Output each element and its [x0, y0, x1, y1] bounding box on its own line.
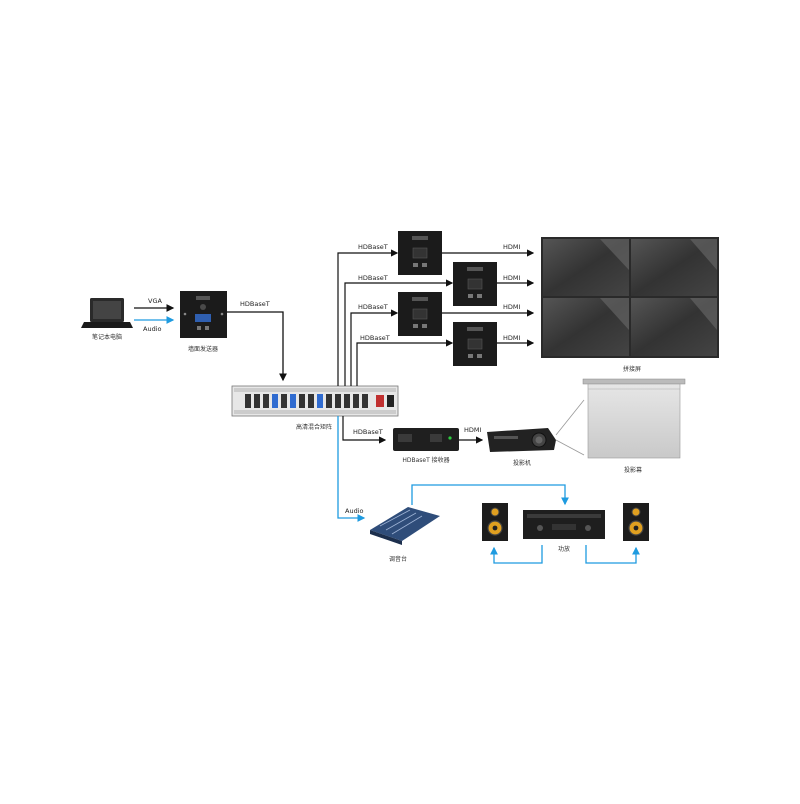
- speaker-icon: [482, 503, 508, 541]
- mixer-amp-link: [411, 484, 569, 506]
- matrix-label: 高清混合矩阵: [296, 423, 332, 431]
- projection-screen-icon: [582, 378, 686, 459]
- hdbaset-label-2: HDBaseT: [358, 274, 388, 282]
- amp-left-speaker-link: [490, 545, 543, 564]
- hdbaset-in-link: [227, 311, 287, 382]
- hdbaset-label-1: HDBaseT: [358, 243, 388, 251]
- hdbaset-label-3: HDBaseT: [358, 303, 388, 311]
- hdbaset-link-1: [337, 249, 399, 386]
- laptop-label: 笔记本电脑: [92, 333, 122, 341]
- laptop-icon: [81, 298, 133, 328]
- hdbaset-in-label: HDBaseT: [240, 300, 270, 308]
- speaker-icon: [623, 503, 649, 541]
- amplifier-label: 功放: [558, 545, 570, 553]
- projector-label: 投影机: [513, 459, 531, 467]
- hdbaset-link-2: [344, 279, 454, 386]
- projection-beam: [555, 399, 585, 436]
- matrix-switcher-icon: [231, 385, 399, 417]
- amp-right-speaker-link: [585, 545, 640, 564]
- hdbaset-link-4: [356, 339, 454, 386]
- mixer-label: 调音台: [389, 555, 407, 563]
- audio-mixer-link: [337, 416, 366, 522]
- hdbaset-link-3: [350, 309, 399, 386]
- wall-receiver-icon: [453, 322, 497, 366]
- audio-in-label: Audio: [143, 325, 161, 333]
- projector-icon: [487, 428, 556, 452]
- wall-transmitter-label: 墙面发送器: [188, 345, 218, 353]
- hdmi-label-3: HDMI: [503, 303, 521, 311]
- audio-mixer-icon: [370, 507, 440, 545]
- audio-mixer-label: Audio: [345, 507, 363, 515]
- vga-label: VGA: [148, 297, 162, 305]
- hdmi-label-1: HDMI: [503, 243, 521, 251]
- hdbaset-receiver-label: HDBaseT 接收器: [402, 456, 449, 464]
- wall-receiver-icon: [398, 231, 442, 275]
- projection-screen-label: 投影幕: [624, 466, 642, 474]
- hdmi-label-4: HDMI: [503, 334, 521, 342]
- amplifier-icon: [523, 510, 605, 539]
- hdbaset-receiver-link: [342, 416, 387, 444]
- hdbaset-label-4: HDBaseT: [360, 334, 390, 342]
- hdmi-projector-label: HDMI: [464, 426, 482, 434]
- hdmi-label-2: HDMI: [503, 274, 521, 282]
- video-wall-label: 拼接屏: [623, 365, 641, 373]
- wall-transmitter-icon: [180, 291, 227, 338]
- hdbaset-receiver-icon: [393, 428, 459, 451]
- wall-receiver-icon: [398, 292, 442, 336]
- projection-beam: [555, 439, 585, 456]
- video-wall-icon: [541, 237, 719, 358]
- hdbaset-receiver-link-label: HDBaseT: [353, 428, 383, 436]
- wall-receiver-icon: [453, 262, 497, 306]
